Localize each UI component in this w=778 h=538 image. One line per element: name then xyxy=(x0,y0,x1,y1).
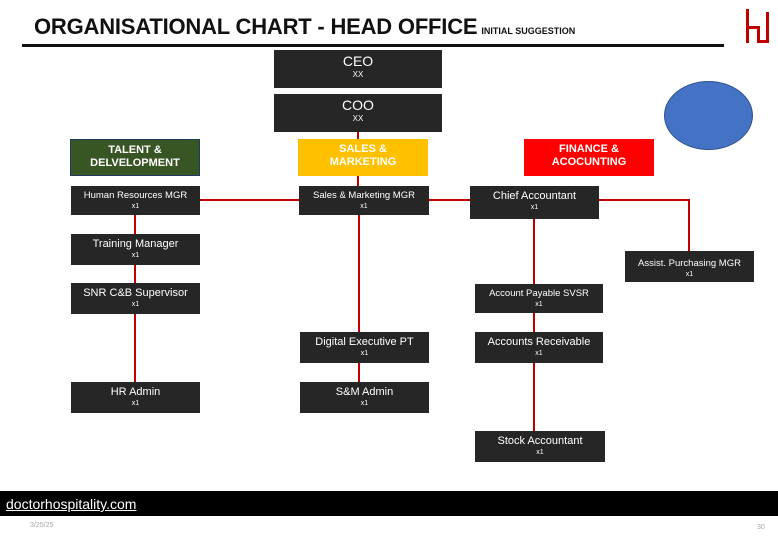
connector-purchasing-down xyxy=(688,199,690,251)
role-hr-mgr[interactable]: Human Resources MGR x1 xyxy=(71,186,200,215)
role-chief-accountant[interactable]: Chief Accountant x1 xyxy=(470,186,599,219)
role-ap-svsr[interactable]: Account Payable SVSR x1 xyxy=(475,284,603,313)
role-title: Assist. Purchasing MGR xyxy=(638,258,741,269)
role-count: x1 xyxy=(685,271,694,278)
role-title: HR Admin xyxy=(110,386,161,398)
role-title: Digital Executive PT xyxy=(315,336,414,348)
footer-bar xyxy=(0,491,778,516)
role-title: Chief Accountant xyxy=(492,190,577,202)
role-count: x1 xyxy=(530,204,539,211)
blue-ellipse-shape xyxy=(664,81,753,150)
title-underline xyxy=(22,44,724,47)
role-count: x1 xyxy=(536,449,544,456)
role-purchasing-mgr[interactable]: Assist. Purchasing MGR x1 xyxy=(625,251,754,282)
role-title: Training Manager xyxy=(92,238,179,250)
role-hr-admin[interactable]: HR Admin x1 xyxy=(71,382,200,413)
page-subtitle: INITIAL SUGGESTION xyxy=(481,26,576,36)
coo-title: COO xyxy=(342,97,374,113)
connector-finance-vertical xyxy=(533,219,535,434)
ceo-box[interactable]: CEO XX xyxy=(274,50,442,88)
role-count: x1 xyxy=(360,400,369,407)
brand-logo-icon xyxy=(746,9,769,43)
title-text: ORGANISATIONAL CHART - HEAD OFFICE xyxy=(34,14,478,39)
role-count: x1 xyxy=(131,301,140,308)
role-ar[interactable]: Accounts Receivable x1 xyxy=(475,332,603,363)
ceo-count: XX xyxy=(352,70,364,79)
connector-sales-vertical xyxy=(358,214,360,384)
role-title: Account Payable SVSR xyxy=(489,288,589,299)
role-count: x1 xyxy=(535,301,543,308)
footer-website-link[interactable]: doctorhospitality.com xyxy=(6,496,137,512)
role-sm-admin[interactable]: S&M Admin x1 xyxy=(300,382,429,413)
role-training-mgr[interactable]: Training Manager x1 xyxy=(71,234,200,265)
dept-finance: FINANCE & ACOCUNTING xyxy=(524,139,654,176)
role-title: Accounts Receivable xyxy=(487,336,591,348)
role-count: x1 xyxy=(360,350,369,357)
role-cb-supervisor[interactable]: SNR C&B Supervisor x1 xyxy=(71,283,200,314)
footer-page-number: 30 xyxy=(757,524,765,531)
role-count: x1 xyxy=(535,350,543,357)
role-title: S&M Admin xyxy=(335,386,394,398)
role-count: x1 xyxy=(131,203,140,210)
ceo-title: CEO xyxy=(342,53,374,69)
role-count: x1 xyxy=(131,400,140,407)
dept-talent: TALENT & DELVELOPMENT xyxy=(70,139,200,176)
role-digital-exec[interactable]: Digital Executive PT x1 xyxy=(300,332,429,363)
dept-sales: SALES & MARKETING xyxy=(298,139,428,176)
coo-box[interactable]: COO XX xyxy=(274,94,442,132)
connector-finance-right xyxy=(598,199,690,201)
footer-date: 3/25/25 xyxy=(30,522,54,529)
role-title: Sales & Marketing MGR xyxy=(313,190,415,201)
role-stock-accountant[interactable]: Stock Accountant x1 xyxy=(475,431,605,462)
role-title: SNR C&B Supervisor xyxy=(83,287,188,299)
role-count: x1 xyxy=(360,203,368,210)
role-count: x1 xyxy=(131,252,140,259)
role-title: Human Resources MGR xyxy=(83,190,188,201)
role-sm-mgr[interactable]: Sales & Marketing MGR x1 xyxy=(299,186,429,215)
role-title: Stock Accountant xyxy=(497,435,583,447)
coo-count: XX xyxy=(352,114,364,123)
